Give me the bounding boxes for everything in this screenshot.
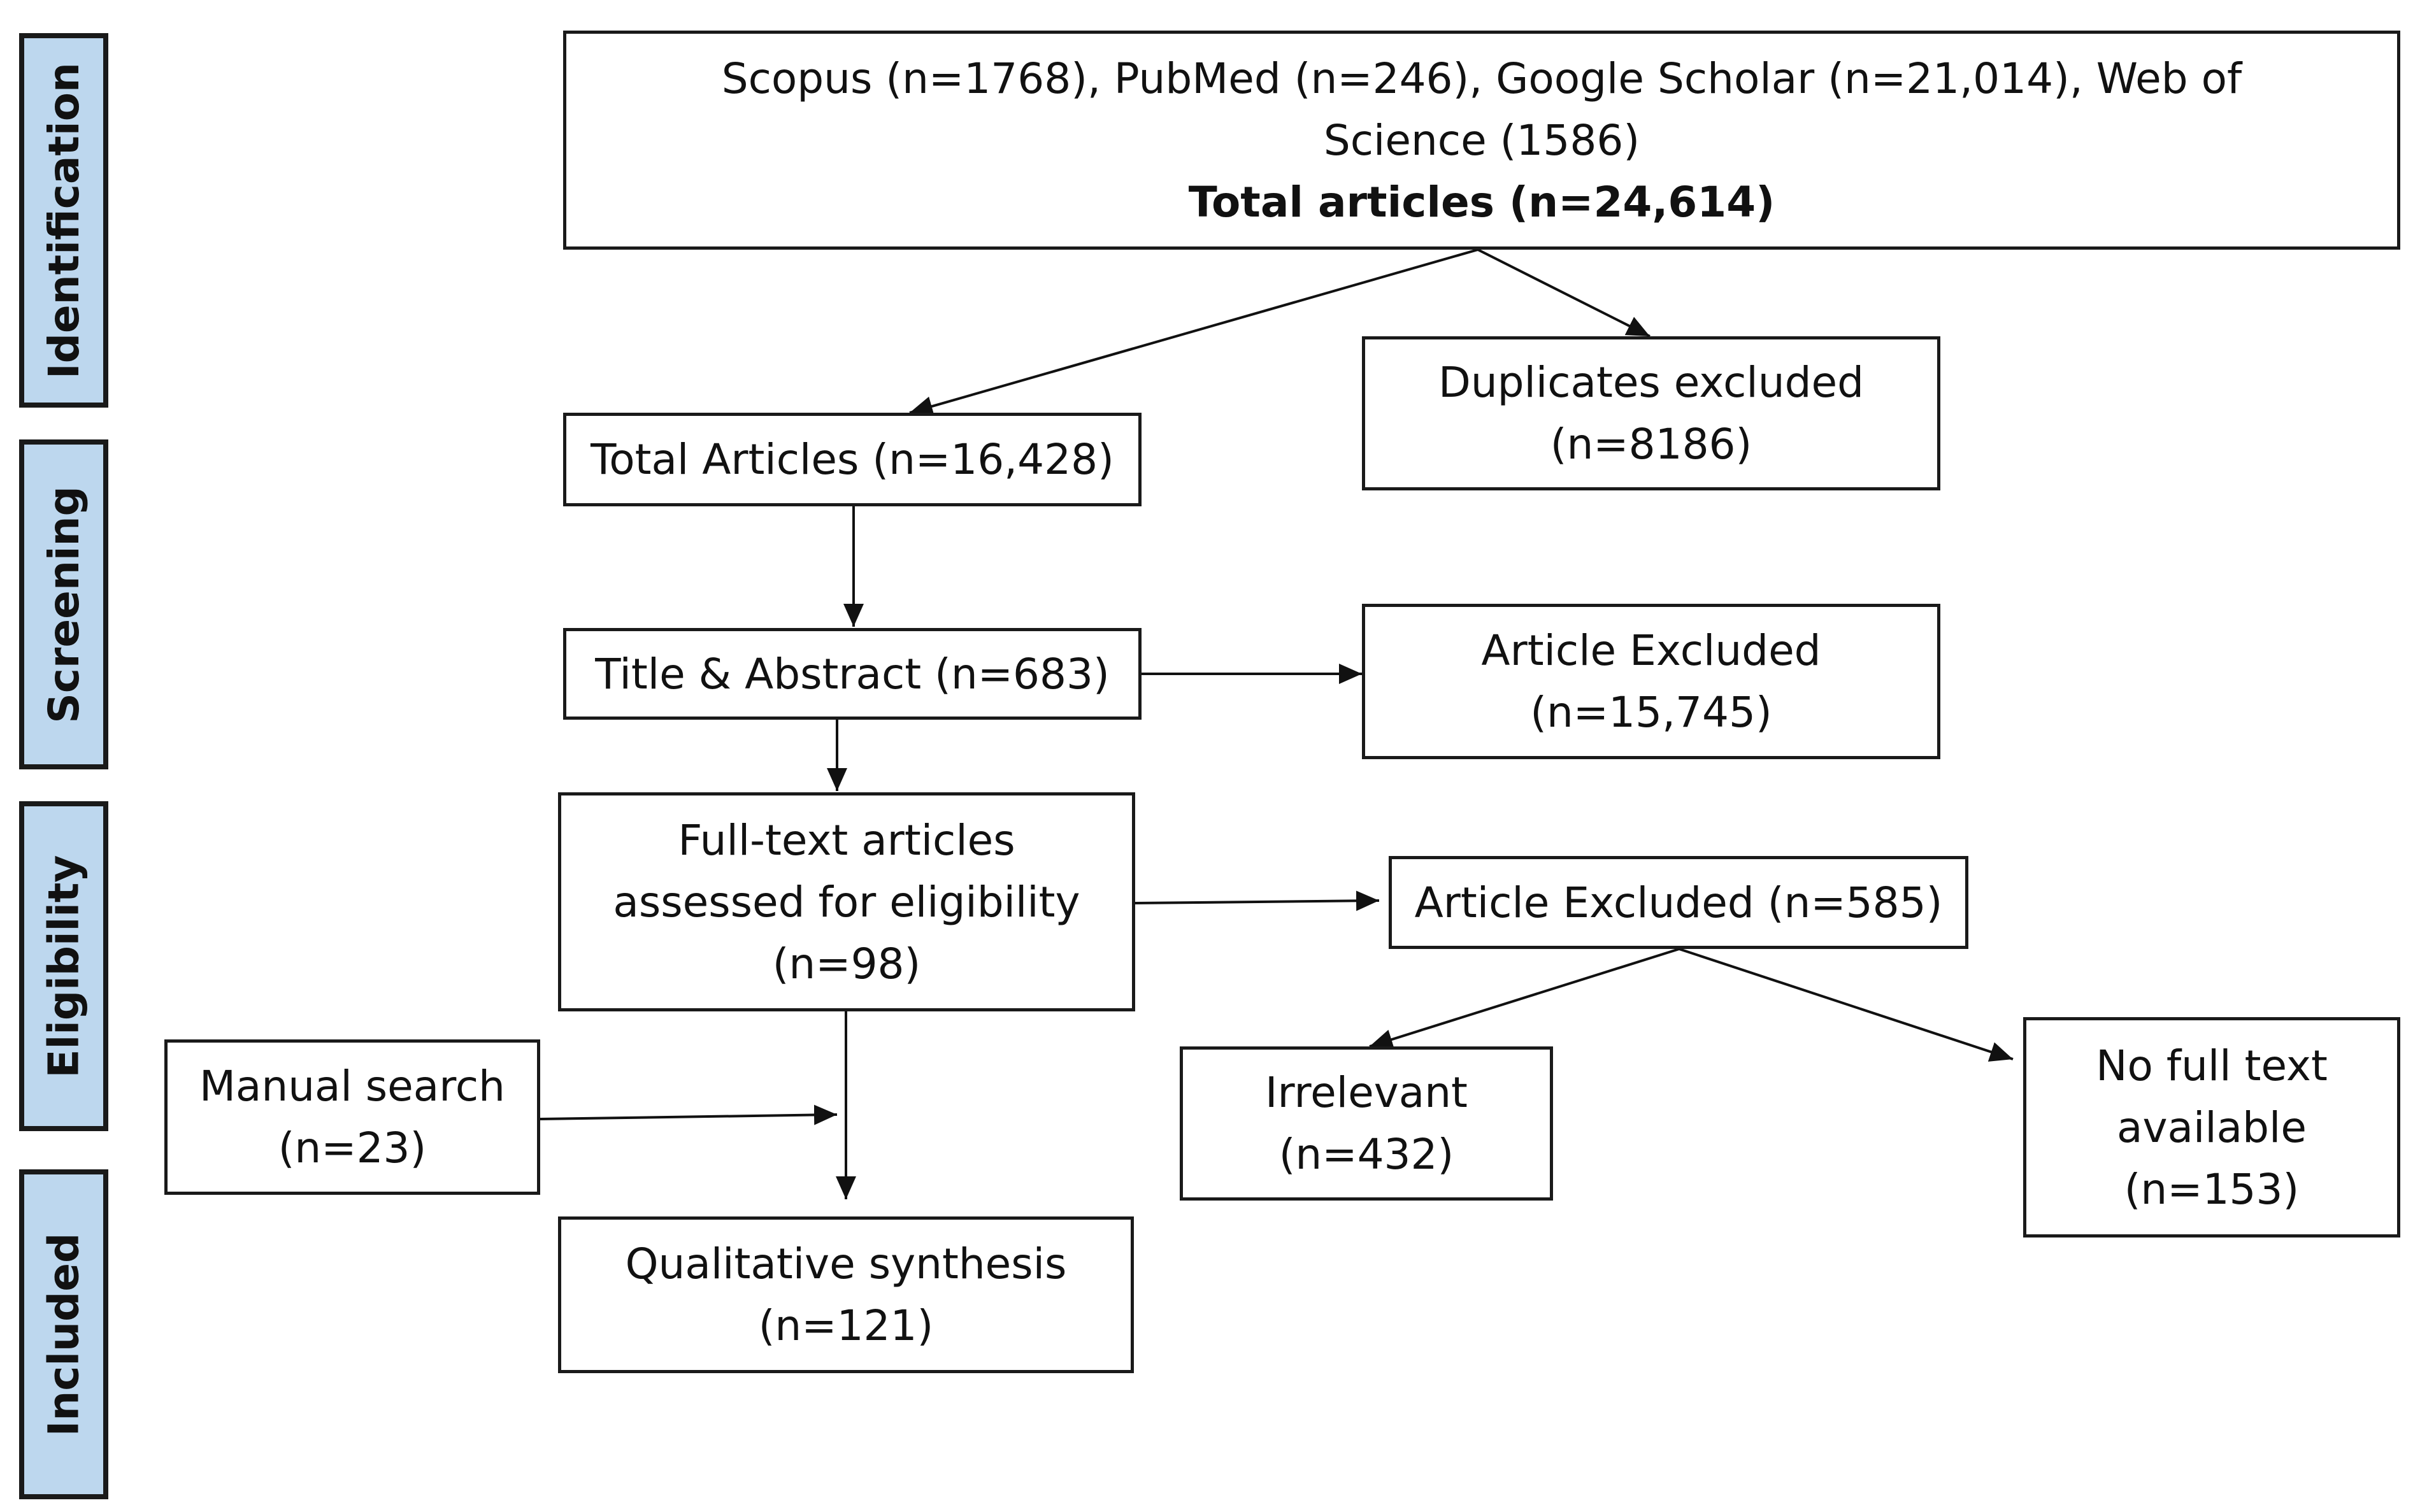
qualitative-synthesis-count: (n=121): [758, 1301, 934, 1350]
manual-search-label: Manual search: [199, 1062, 506, 1111]
stage-included-label: Included: [39, 1232, 89, 1436]
title-abstract-box: Title & Abstract (n=683): [563, 628, 1142, 720]
full-text-line2: assessed for eligibility: [613, 877, 1080, 927]
arrow-manual-to-qualitative: [540, 1104, 838, 1125]
databases-total-text: Total articles (n=24,614): [1188, 177, 1775, 227]
full-text-box: Full-text articles assessed for eligibil…: [558, 792, 1135, 1011]
duplicates-label: Duplicates excluded: [1438, 358, 1864, 407]
stage-identification: Identification: [19, 33, 108, 408]
arrow-total-to-screening: [909, 248, 1479, 417]
irrelevant-count: (n=432): [1278, 1130, 1454, 1179]
databases-sources-text: Scopus (n=1768), PubMed (n=246), Google …: [721, 53, 2242, 165]
qualitative-synthesis-box: Qualitative synthesis (n=121): [558, 1216, 1134, 1373]
duplicates-count: (n=8186): [1550, 420, 1752, 469]
excluded-screening-count: (n=15,745): [1530, 688, 1772, 737]
title-abstract-label: Title & Abstract (n=683): [595, 649, 1110, 699]
stage-eligibility-label: Eligibility: [39, 855, 89, 1078]
databases-box: Scopus (n=1768), PubMed (n=246), Google …: [563, 31, 2400, 250]
full-text-line1: Full-text articles: [678, 815, 1015, 865]
duplicates-box: Duplicates excluded (n=8186): [1362, 336, 1940, 490]
no-full-text-box: No full text available (n=153): [2023, 1017, 2400, 1237]
stage-eligibility: Eligibility: [19, 801, 108, 1131]
qualitative-synthesis-label: Qualitative synthesis: [625, 1239, 1067, 1288]
arrow-full-text-to-excluded: [1133, 890, 1380, 911]
no-full-text-line2: available: [2117, 1102, 2307, 1152]
excluded-eligibility-label: Article Excluded (n=585): [1414, 878, 1943, 927]
excluded-screening-box: Article Excluded (n=15,745): [1362, 604, 1940, 759]
arrow-total-to-duplicates: [1477, 248, 1650, 338]
excluded-screening-label: Article Excluded: [1481, 626, 1821, 675]
no-full-text-count: (n=153): [2124, 1164, 2300, 1214]
manual-search-count: (n=23): [278, 1123, 427, 1173]
arrow-excluded-to-no-full-text: [1679, 948, 2014, 1062]
full-text-count: (n=98): [772, 939, 921, 988]
irrelevant-box: Irrelevant (n=432): [1180, 1046, 1553, 1201]
no-full-text-line1: No full text: [2096, 1041, 2328, 1090]
manual-search-box: Manual search (n=23): [164, 1039, 540, 1195]
stage-identification-label: Identification: [39, 62, 89, 379]
total-articles-box: Total Articles (n=16,428): [563, 413, 1142, 506]
stage-screening: Screening: [19, 439, 108, 769]
total-articles-label: Total Articles (n=16,428): [591, 435, 1114, 484]
stage-screening-label: Screening: [39, 485, 89, 724]
stage-included: Included: [19, 1169, 108, 1499]
arrow-excluded-to-irrelevant: [1369, 948, 1680, 1050]
irrelevant-label: Irrelevant: [1265, 1068, 1468, 1117]
excluded-eligibility-box: Article Excluded (n=585): [1389, 856, 1968, 949]
